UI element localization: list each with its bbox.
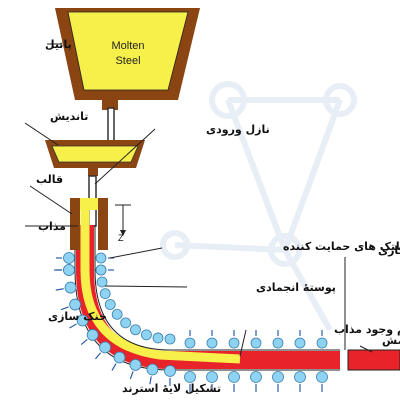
support-roll bbox=[99, 288, 111, 299]
ladle-steel bbox=[67, 11, 189, 91]
support-roll bbox=[228, 337, 240, 349]
label-tundish: تاندیش bbox=[50, 110, 88, 123]
support-roll bbox=[86, 329, 99, 341]
support-roll bbox=[95, 252, 107, 264]
support-roll bbox=[250, 337, 262, 349]
support-roll bbox=[141, 329, 152, 341]
mold-wall-right bbox=[98, 198, 108, 250]
z-axis-arrowhead bbox=[120, 230, 126, 236]
ladle-nozzle-block bbox=[102, 100, 118, 110]
leader-shell bbox=[104, 285, 188, 288]
support-roll bbox=[206, 371, 218, 383]
leader-ingot bbox=[359, 345, 373, 353]
background-network bbox=[160, 81, 357, 332]
spray-jet bbox=[69, 323, 77, 329]
tundish-outlet bbox=[88, 168, 98, 176]
label-nozzle: نازل ورودی bbox=[206, 123, 270, 136]
support-roll bbox=[130, 324, 141, 336]
z-axis: Z bbox=[115, 204, 131, 243]
spray-jet bbox=[111, 363, 117, 371]
ladle: Molten Steel bbox=[55, 8, 200, 143]
strand-liquid-core bbox=[80, 205, 241, 364]
label-ladle: پاتیل bbox=[45, 38, 72, 51]
cut-ingot bbox=[347, 349, 400, 371]
tundish-steel bbox=[51, 145, 139, 163]
support-roll bbox=[316, 337, 328, 349]
support-roll bbox=[164, 333, 176, 345]
label-layer-formation: تشکیل لایهٔ استرند bbox=[122, 382, 221, 395]
leader-tundish bbox=[24, 122, 59, 146]
bg-link bbox=[282, 98, 343, 252]
support-roll bbox=[316, 371, 328, 383]
support-roll bbox=[164, 365, 176, 377]
support-roll bbox=[272, 371, 284, 383]
label-support-rolls: غلتک های حمایت کننده bbox=[283, 240, 400, 253]
support-roll bbox=[129, 359, 142, 371]
support-roll bbox=[294, 337, 306, 349]
support-roll bbox=[63, 252, 75, 264]
support-roll bbox=[184, 337, 196, 349]
support-roll bbox=[104, 299, 116, 310]
support-roll bbox=[120, 317, 132, 329]
mold bbox=[70, 198, 108, 250]
bg-link bbox=[282, 248, 333, 332]
mold-wall-left bbox=[70, 198, 80, 250]
support-roll bbox=[113, 351, 126, 364]
bg-link bbox=[225, 98, 288, 252]
spray-jet bbox=[94, 352, 102, 360]
support-roll bbox=[272, 337, 284, 349]
spray-jet bbox=[80, 338, 88, 346]
leader-mold bbox=[29, 185, 73, 215]
label-molten: مذاب bbox=[38, 220, 66, 233]
support-roll bbox=[69, 298, 81, 311]
support-roll bbox=[184, 371, 196, 383]
label-cutting: برش کاری bbox=[378, 244, 400, 257]
bg-link bbox=[174, 242, 286, 253]
mold-meniscus bbox=[80, 198, 98, 210]
leader-nozzle bbox=[94, 128, 156, 185]
label-solid-shell: پوستهٔ انجمادی bbox=[256, 281, 336, 294]
support-roll bbox=[63, 264, 75, 276]
ladle-text-line-2: Steel bbox=[115, 55, 140, 67]
label-end-of-liquid: اتمام وجود مذاب bbox=[334, 323, 400, 336]
support-roll bbox=[146, 363, 159, 376]
label-ingot: شمش bbox=[382, 334, 400, 347]
support-rolls bbox=[63, 252, 328, 383]
spray-jet bbox=[55, 288, 64, 291]
leader-lines bbox=[24, 43, 373, 357]
support-roll bbox=[250, 371, 262, 383]
support-roll bbox=[96, 276, 108, 288]
spray-jet bbox=[129, 371, 134, 380]
spray-nozzles bbox=[54, 257, 323, 392]
label-cooling: خنک سازی bbox=[48, 310, 107, 323]
strand-outline-inner bbox=[94, 225, 340, 351]
support-roll bbox=[206, 337, 218, 349]
support-roll bbox=[228, 371, 240, 383]
support-roll bbox=[64, 281, 77, 294]
support-roll bbox=[294, 371, 306, 383]
tundish bbox=[45, 140, 145, 176]
support-roll bbox=[76, 314, 89, 327]
z-axis-label: Z bbox=[118, 233, 124, 243]
support-roll bbox=[99, 341, 111, 354]
support-roll bbox=[152, 332, 164, 344]
spray-jet bbox=[60, 306, 69, 311]
support-roll bbox=[111, 308, 123, 320]
leader-rolls bbox=[109, 247, 163, 259]
leader-end-of-liquid bbox=[239, 329, 247, 357]
labels: پاتیل تاندیش نازل ورودی قالب مذاب غلتک ه… bbox=[36, 38, 400, 395]
ladle-shroud bbox=[107, 107, 115, 143]
label-mold: قالب bbox=[36, 173, 63, 186]
support-roll bbox=[95, 264, 107, 276]
spray-jet bbox=[149, 376, 152, 385]
ladle-text-line-1: Molten bbox=[111, 40, 144, 52]
